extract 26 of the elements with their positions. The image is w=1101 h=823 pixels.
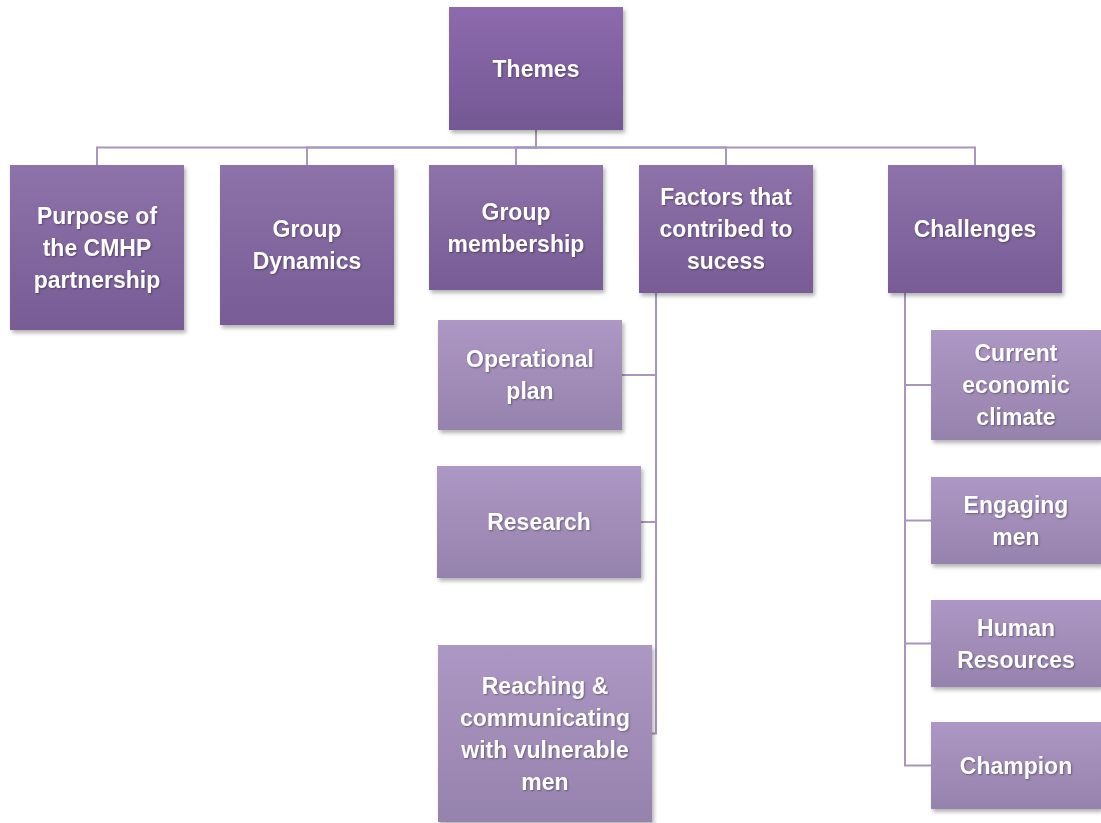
topic-box <box>449 7 623 130</box>
topic-box <box>438 320 622 430</box>
topic-box <box>931 330 1101 440</box>
topic-box <box>438 645 652 822</box>
topic-box <box>10 165 184 330</box>
box-label: Champion <box>959 751 1073 781</box>
topic-box <box>220 165 394 325</box>
box-label: Themes <box>492 54 580 84</box>
box-label: Factors that contribed to sucess <box>658 183 794 276</box>
topic-box <box>931 600 1101 687</box>
topic-box <box>437 466 641 578</box>
topic-box <box>931 477 1101 564</box>
box-label: Group Dynamics <box>251 215 363 276</box>
box-label: Research <box>487 508 591 537</box>
box-label: Current economic climate <box>961 339 1071 432</box>
box-label: Engaging men <box>962 490 1070 552</box>
topic-box <box>931 722 1101 809</box>
box-label: Group membership <box>446 197 586 259</box>
box-label: Operational plan <box>465 345 595 406</box>
box-label: Challenges <box>913 215 1037 244</box>
box-label: Purpose of the CMHP partnership <box>32 201 162 295</box>
box-label: Reaching & communicating with vulnerable men <box>459 671 631 797</box>
box-label: Human Resources <box>956 613 1076 675</box>
topic-box <box>429 165 603 290</box>
topic-box <box>639 165 813 293</box>
topic-box <box>888 165 1062 293</box>
